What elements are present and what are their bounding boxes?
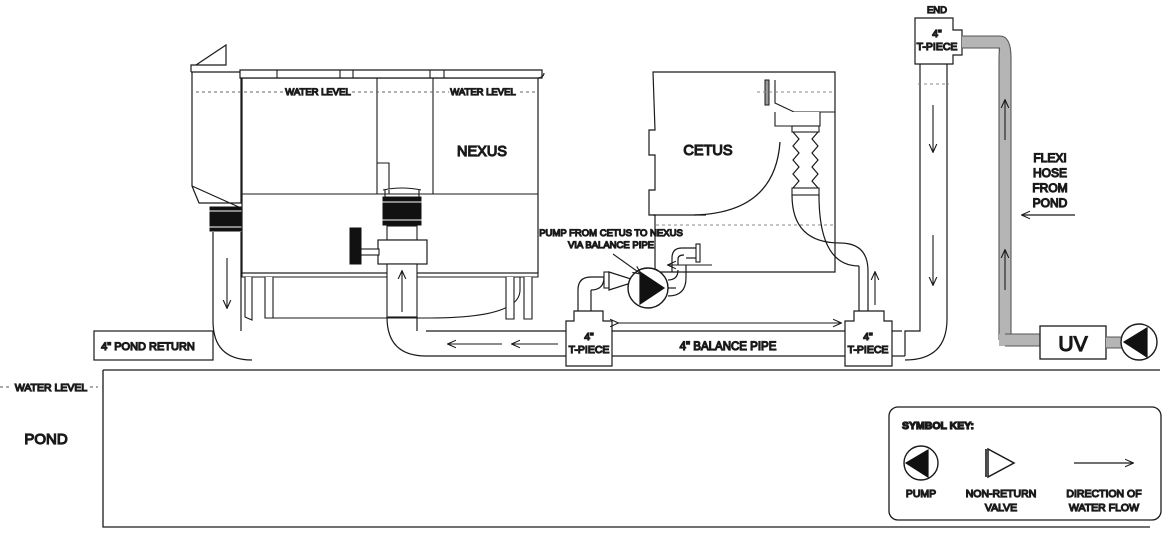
t-piece-left-name: T-PIECE bbox=[569, 344, 610, 356]
nexus-water-level-label-right: WATER LEVEL bbox=[450, 87, 515, 98]
flexi-hose bbox=[962, 35, 1040, 347]
symbol-key-title: SYMBOL KEY: bbox=[902, 420, 974, 432]
symbol-key-flow-label-2: WATER FLOW bbox=[1069, 502, 1139, 514]
flexi-hose-label-line-1: FLEXI bbox=[1033, 151, 1066, 165]
cetus-outlet-sbend bbox=[791, 194, 869, 311]
t-piece-right-name: T-PIECE bbox=[848, 344, 889, 356]
t-piece-end-name: T-PIECE bbox=[917, 41, 958, 53]
pond-return-box bbox=[93, 330, 214, 361]
t-piece-end-top-label: END bbox=[927, 5, 947, 16]
pond-return-label: 4" POND RETURN bbox=[101, 341, 195, 353]
symbol-key-pump-label: PUMP bbox=[906, 488, 936, 500]
uv-label: UV bbox=[1058, 333, 1087, 356]
flexi-hose-label-line-2: HOSE bbox=[1033, 166, 1067, 180]
t-piece-end-size: 4" bbox=[932, 28, 942, 40]
symbol-key-non-return-valve-label-1: NON-RETURN bbox=[966, 488, 1037, 500]
end-downpipe bbox=[904, 64, 949, 361]
t-piece-right-size: 4" bbox=[863, 331, 873, 343]
pump-note-line-1: PUMP FROM CETUS TO NEXUS bbox=[539, 228, 683, 239]
pond-water-level-label: WATER LEVEL bbox=[15, 382, 88, 394]
t-piece-left-size: 4" bbox=[584, 331, 594, 343]
cetus-label: CETUS bbox=[683, 143, 732, 159]
pump-note-line-2: VIA BALANCE PIPE bbox=[568, 240, 654, 251]
cetus-weir bbox=[757, 79, 835, 127]
pump-assembly bbox=[577, 243, 701, 311]
rubber-coupling-left bbox=[209, 206, 246, 232]
nexus-water-level-label-left: WATER LEVEL bbox=[285, 87, 350, 98]
symbol-key-pump-icon bbox=[903, 445, 939, 481]
cetus-vessel bbox=[648, 71, 836, 273]
t-piece-right bbox=[844, 310, 893, 367]
flexi-hose-label-line-4: POND bbox=[1033, 196, 1068, 210]
nexus-label: NEXUS bbox=[457, 144, 507, 160]
symbol-key-flow-label-1: DIRECTION OF bbox=[1066, 488, 1141, 500]
nexus-inner-column bbox=[376, 78, 434, 194]
pond-outline bbox=[102, 369, 1160, 528]
t-piece-end bbox=[914, 17, 963, 65]
flexi-hose-label-line-3: FROM bbox=[1032, 181, 1067, 195]
balance-pipe-run bbox=[426, 330, 905, 357]
pond-return-pipe bbox=[190, 43, 253, 361]
uv-unit bbox=[1039, 325, 1107, 360]
bellows-hose bbox=[791, 125, 820, 196]
pond-pump bbox=[1120, 323, 1158, 361]
symbol-key-panel bbox=[888, 406, 1162, 521]
pump-note-leader-arrow bbox=[612, 253, 641, 274]
symbol-key-non-return-valve-label-2: VALVE bbox=[985, 502, 1017, 514]
balance-pipe-label: 4" BALANCE PIPE bbox=[680, 341, 777, 353]
pond-label: POND bbox=[24, 431, 68, 448]
symbol-key-non-return-valve-icon bbox=[985, 447, 1016, 479]
